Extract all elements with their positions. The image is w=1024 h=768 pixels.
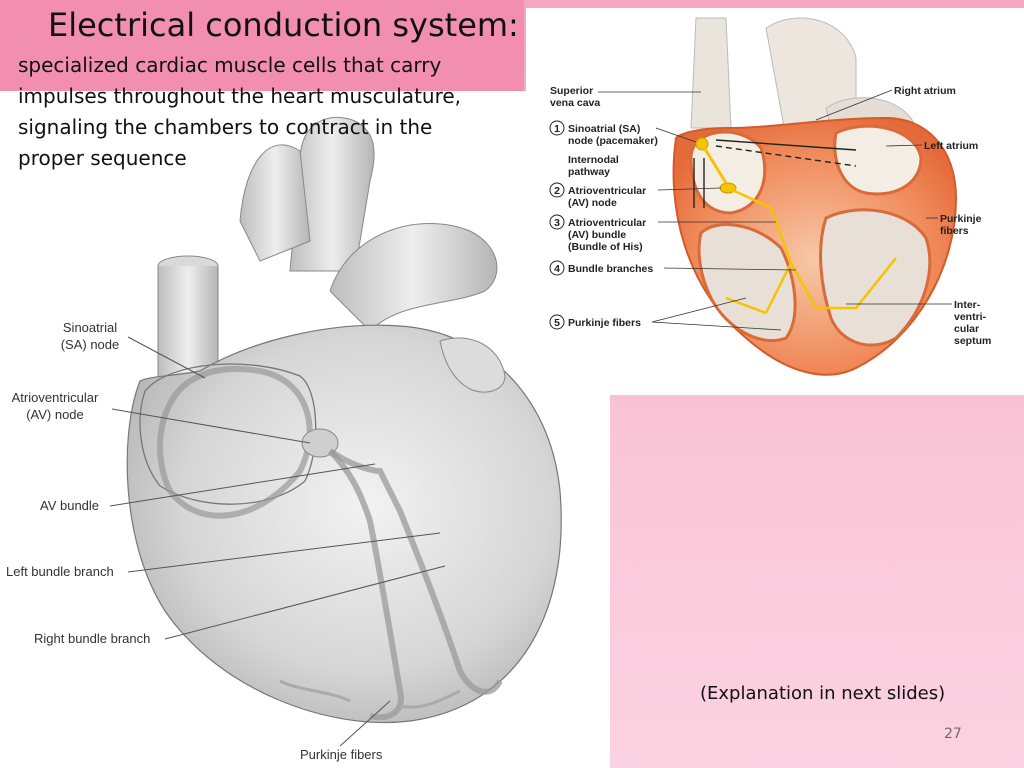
rlabel-bundle-branches: Bundle branches — [568, 263, 653, 275]
svc-vessel — [690, 17, 732, 129]
pulmonary-trunk-shape — [329, 223, 498, 332]
leader-bundle-branches — [663, 267, 797, 271]
leader-av-node — [111, 408, 311, 444]
step-badge-1 — [549, 120, 565, 136]
left-bundle-branch-path — [328, 448, 503, 695]
label-sa-node-line1: Sinoatrial — [63, 320, 117, 335]
left-auricle-shape — [439, 337, 506, 393]
leader-sa-node — [127, 336, 206, 379]
rlabel-purkinje-right-line1: Purkinje — [940, 213, 982, 225]
leader-purkinje-fibers — [339, 700, 391, 747]
label-sa-node-line2: (SA) node — [61, 337, 120, 352]
label-av-bundle: AV bundle — [40, 498, 99, 513]
rlabel-purkinje-fibers: Purkinje fibers — [568, 317, 641, 329]
rlabel-right-atrium: Right atrium — [894, 85, 956, 97]
impulse-arrows — [693, 139, 857, 208]
step-number-3: 3 — [554, 217, 560, 229]
rlabel-left-atrium: Left atrium — [924, 140, 978, 152]
purkinje-fibers-paths — [279, 679, 461, 709]
step-number-4: 4 — [554, 263, 560, 275]
step-number-1: 1 — [554, 123, 560, 135]
slide-title: Electrical conduction system: — [48, 6, 519, 44]
right-atrium-outline — [139, 363, 317, 505]
label-purkinje-fibers: Purkinje fibers — [300, 747, 383, 762]
leader-sa — [655, 127, 697, 143]
leader-purkinje-1 — [651, 297, 747, 323]
step-badge-3 — [549, 214, 565, 230]
leader-left-bundle-branch — [127, 532, 441, 573]
right-figure-labels: Superior vena cava 1 Sinoatrial (SA) nod… — [549, 85, 991, 347]
label-av-node-line1: Atrioventricular — [12, 390, 99, 405]
step-badge-2 — [549, 182, 565, 198]
heart-section-figure: Superior vena cava 1 Sinoatrial (SA) nod… — [526, 8, 1024, 395]
step-number-5: 5 — [554, 317, 560, 329]
left-figure-labels: Sinoatrial (SA) node Atrioventricular (A… — [6, 320, 446, 762]
rlabel-septum-line2: ventri- — [954, 311, 987, 323]
rlabel-av-bundle-line3: (Bundle of His) — [568, 241, 643, 253]
label-av-node-line2: (AV) node — [26, 407, 84, 422]
left-ventricle-chamber — [819, 208, 932, 347]
left-atrium-chamber — [833, 124, 923, 196]
rlabel-septum-line1: Inter- — [954, 299, 981, 311]
rlabel-av-node-line1: Atrioventricular — [568, 185, 646, 197]
rlabel-av-node-line2: (AV) node — [568, 197, 617, 209]
rlabel-svc-line2: vena cava — [550, 97, 600, 109]
internodal-path — [700, 143, 728, 184]
leader-right-atrium — [815, 89, 893, 121]
rlabel-septum-line3: cular — [954, 323, 979, 335]
heart-exterior-figure: Sinoatrial (SA) node Atrioventricular (A… — [0, 91, 610, 768]
aorta-shape — [289, 116, 375, 272]
conduction-pathways — [725, 186, 897, 315]
heart-body — [126, 324, 562, 724]
rlabel-svc-line1: Superior — [550, 85, 593, 97]
leader-right-bundle-branch — [164, 565, 446, 640]
explanation-note: (Explanation in next slides) — [700, 683, 946, 704]
step-badge-5 — [549, 314, 565, 330]
right-bundle-branch-path — [327, 448, 404, 721]
rlabel-av-bundle-line1: Atrioventricular — [568, 217, 646, 229]
slide-subtitle: specialized cardiac muscle cells that ca… — [18, 53, 462, 170]
rlabel-internodal-line2: pathway — [568, 166, 610, 178]
page-number: 27 — [944, 726, 962, 742]
right-atrium-chamber — [689, 130, 767, 215]
rlabel-purkinje-right-line2: fibers — [940, 225, 969, 237]
right-ventricle-chamber — [697, 223, 797, 343]
leader-av-bundle — [109, 463, 376, 507]
leader-left-atrium — [885, 144, 923, 147]
rlabel-av-bundle-line2: (AV) bundle — [568, 229, 626, 241]
leader-av-node — [657, 187, 722, 191]
rlabel-sa-line2: node (pacemaker) — [568, 135, 658, 147]
step-badge-4 — [549, 260, 565, 276]
label-left-bundle-branch: Left bundle branch — [6, 564, 114, 579]
leader-purkinje-2 — [651, 321, 782, 331]
aortic-arch-shape — [239, 144, 311, 262]
sa-pathway-loop — [157, 365, 313, 519]
heart-section-illustration: Superior vena cava 1 Sinoatrial (SA) nod… — [549, 17, 991, 376]
step-number-2: 2 — [554, 185, 560, 197]
heart-exterior-illustration: Sinoatrial (SA) node Atrioventricular (A… — [6, 116, 562, 762]
label-right-bundle-branch: Right bundle branch — [34, 631, 150, 646]
rlabel-sa-line1: Sinoatrial (SA) — [568, 123, 640, 135]
title-box: Electrical conduction system: — [0, 0, 524, 91]
av-node-shape — [301, 428, 339, 458]
rlabel-internodal-line1: Internodal — [568, 154, 619, 166]
rlabel-septum-line4: septum — [954, 335, 991, 347]
